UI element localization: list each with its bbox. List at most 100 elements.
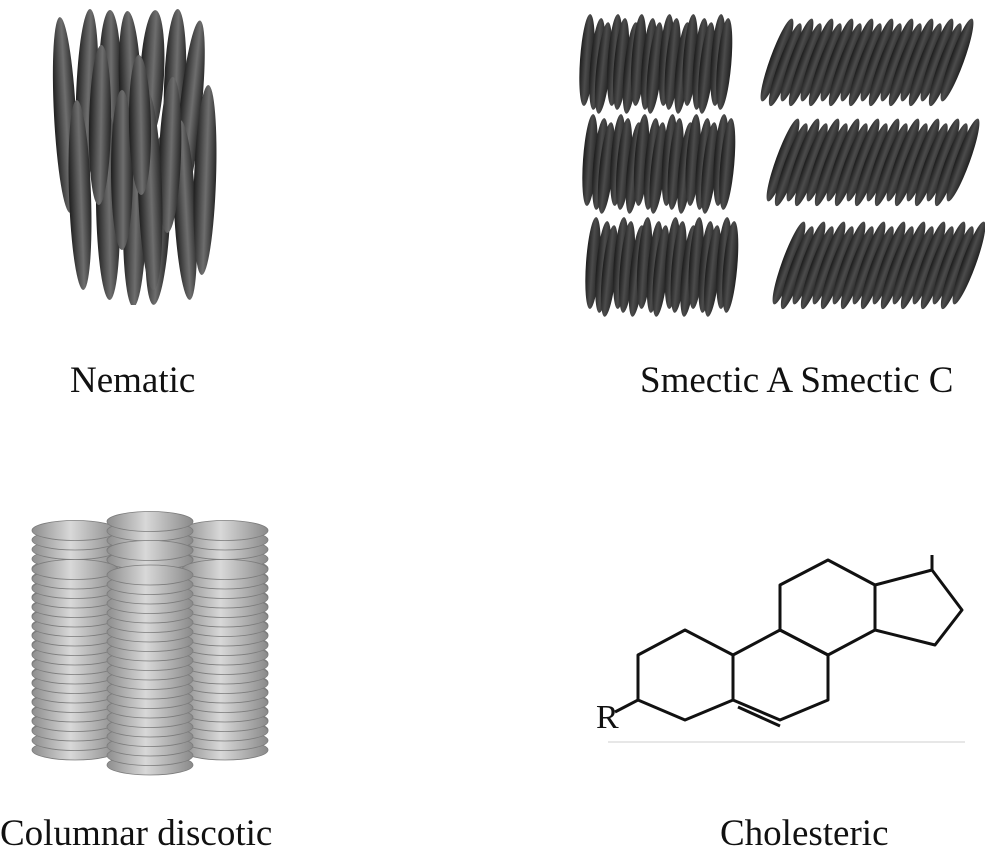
smectic-c-rod: [866, 118, 900, 202]
smectic-panel: [575, 5, 985, 325]
smectic-c-rod: [840, 226, 874, 310]
ring-b: [731, 628, 830, 722]
smectic-c-rod: [760, 18, 794, 102]
smectic-c-rod: [908, 23, 942, 107]
smectic-c-rod: [792, 221, 826, 305]
double-bond: [737, 705, 781, 728]
smectic-c-rod: [812, 221, 846, 305]
ring-c: [778, 558, 877, 657]
rod: [158, 77, 182, 233]
smectic-a-rod: [701, 122, 719, 214]
r-bond: [614, 698, 639, 714]
smectic-c-rod: [800, 226, 834, 310]
smectic-c-rod: [832, 221, 866, 305]
smectic-a-rod: [704, 225, 722, 317]
smectic-layers-illustration: [579, 14, 985, 317]
rod: [128, 55, 152, 195]
smectic-c-rod: [934, 123, 968, 207]
smectic-c-rod: [860, 226, 894, 310]
smectic-c-rod: [846, 118, 880, 202]
cholesteric-label: Cholesteric: [720, 813, 889, 854]
smectic-c-rod: [932, 221, 966, 305]
smectic-a-rod: [600, 225, 618, 317]
smectic-c-rod: [808, 23, 842, 107]
nematic-panel: [40, 5, 230, 305]
smectic-c-rod: [926, 118, 960, 202]
smectic-c-rod: [928, 23, 962, 107]
smectic-c-rod: [854, 123, 888, 207]
smectic-c-rod: [828, 23, 862, 107]
smectic-a-rod: [649, 122, 667, 214]
r-substituent: R: [596, 699, 619, 736]
smectic-c-rod: [788, 23, 822, 107]
smectic-c-rod: [900, 18, 934, 102]
smectic-c-rod: [814, 123, 848, 207]
ring-a: [636, 628, 735, 722]
smectic-c-rod: [834, 123, 868, 207]
smectic-c-rod: [880, 18, 914, 102]
disk: [31, 520, 119, 541]
smectic-c-rod: [920, 18, 954, 102]
disk: [106, 511, 194, 532]
columnar-panel: [20, 500, 280, 790]
smectic-c-rod: [888, 23, 922, 107]
smectic-c-rod: [780, 18, 814, 102]
smectic-c-rod: [848, 23, 882, 107]
rod: [88, 45, 112, 205]
ring-d: [873, 568, 964, 647]
smectic-c-rod: [900, 226, 934, 310]
cholesterol-structure: R: [596, 555, 965, 743]
smectic-c-rod: [894, 123, 928, 207]
smectic-c-rod: [872, 221, 906, 305]
smectic-c-rod: [768, 23, 802, 107]
rod: [193, 85, 217, 275]
smectic-a-rod: [597, 122, 615, 214]
smectic-a-rod: [719, 118, 736, 210]
smectic-c-rod: [780, 226, 814, 310]
smectic-c-rod: [800, 18, 834, 102]
disk: [106, 564, 194, 586]
smectic-c-rod: [806, 118, 840, 202]
smectic-c-rod: [852, 221, 886, 305]
smectic-c-rod: [874, 123, 908, 207]
smectic-c-rod: [914, 123, 948, 207]
smectic-a-rod: [594, 22, 612, 114]
smectic-c-rod: [906, 118, 940, 202]
smectic-c-rod: [860, 18, 894, 102]
smectic-a-rod: [698, 22, 716, 114]
smectic-c-rod: [946, 118, 980, 202]
nematic-rods-illustration: [52, 9, 217, 305]
disk: [31, 559, 119, 580]
smectic-c-rod: [912, 221, 946, 305]
smectic-a-rod: [722, 221, 739, 313]
smectic-a-rod: [716, 18, 733, 110]
smectic-c-rod: [920, 226, 954, 310]
cholesteric-panel: R: [590, 550, 980, 750]
columnar-label: Columnar discotic: [0, 813, 273, 854]
disk: [181, 520, 269, 541]
columnar-stacks-illustration: [31, 511, 269, 776]
smectic-label: Smectic A Smectic C: [640, 360, 954, 401]
smectic-c-rod: [794, 123, 828, 207]
smectic-c-rod: [868, 23, 902, 107]
rod: [111, 90, 133, 250]
smectic-a-rod: [646, 22, 664, 114]
smectic-c-rod: [886, 118, 920, 202]
smectic-c-rod: [880, 226, 914, 310]
smectic-c-rod: [786, 118, 820, 202]
smectic-c-rod: [940, 18, 974, 102]
smectic-c-rod: [820, 18, 854, 102]
disk: [106, 540, 194, 561]
rod: [68, 100, 92, 290]
smectic-c-rod: [766, 118, 800, 202]
smectic-c-rod: [820, 226, 854, 310]
disk: [181, 559, 269, 580]
smectic-c-rod: [774, 123, 808, 207]
smectic-c-rod: [952, 221, 985, 305]
smectic-c-rod: [840, 18, 874, 102]
nematic-label: Nematic: [70, 360, 196, 401]
smectic-c-rod: [892, 221, 926, 305]
smectic-c-rod: [940, 226, 974, 310]
smectic-c-rod: [826, 118, 860, 202]
smectic-c-rod: [772, 221, 806, 305]
